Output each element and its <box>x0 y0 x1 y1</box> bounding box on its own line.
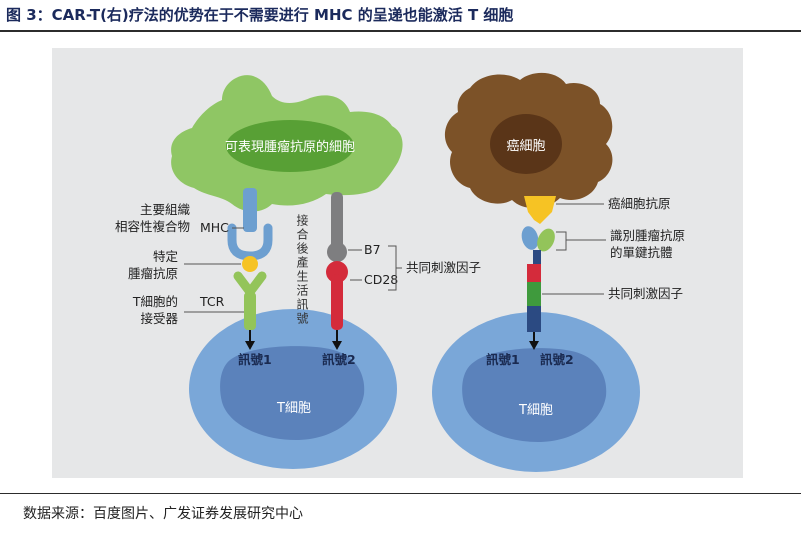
antigen-desc-line1: 特定 <box>153 249 178 264</box>
b7-stalk <box>331 192 343 252</box>
title-rule <box>0 30 801 32</box>
cancer-cell-label: 癌細胞 <box>506 138 545 154</box>
b7-knob <box>327 242 347 262</box>
antibody-bracket <box>556 231 606 251</box>
figure-title: 图 3：CAR-T(右)疗法的优势在于不需要进行 MHC 的呈递也能激活 T 细… <box>6 6 514 24</box>
antibody-label-line1: 識別腫瘤抗原 <box>610 228 685 243</box>
t-cell-right-nucleus <box>462 348 607 442</box>
car-segment-blue <box>527 306 541 332</box>
t-cell-left-nucleus <box>220 346 365 440</box>
costim-vertical-label: 接合後產生活訊號 <box>295 213 309 326</box>
signal2-label-right: 訊號2 <box>540 352 574 367</box>
antigen-desc-line2: 腫瘤抗原 <box>128 266 178 281</box>
cd28-stalk <box>331 274 343 330</box>
car-antibody-blue <box>521 226 539 250</box>
tcr-label: TCR <box>199 294 225 309</box>
signal-arrowhead-right <box>529 341 539 350</box>
costim-vertical-text: 接合後產生活訊號 <box>295 213 309 326</box>
b7-label: B7 <box>364 242 381 257</box>
tcr-stalk <box>244 292 256 330</box>
signal2-label-left: 訊號2 <box>322 352 356 367</box>
tumor-cell-nucleus <box>226 120 354 172</box>
costim-bracket <box>388 245 402 291</box>
mhc-desc-line1: 主要組織 <box>140 202 191 217</box>
signal2-arrowhead-left <box>332 341 342 350</box>
mhc-label: MHC <box>200 220 229 235</box>
mhc-desc-line2: 相容性複合物 <box>115 219 190 234</box>
signal1-label-left: 訊號1 <box>238 352 272 367</box>
costim-factor-label-right: 共同刺激因子 <box>608 286 683 301</box>
car-segment-green <box>527 282 541 306</box>
signal1-label-right: 訊號1 <box>486 352 520 367</box>
tumor-antigen-dot <box>242 256 258 272</box>
cancer-antigen-label: 癌細胞抗原 <box>608 196 671 211</box>
tcr-desc-line2: 接受器 <box>140 311 178 326</box>
cancer-antigen-shape <box>524 196 556 224</box>
figure-source: 数据来源：百度图片、广发证券发展研究中心 <box>23 506 303 522</box>
antibody-label-line2: 的單鍵抗體 <box>610 245 673 260</box>
car-antibody-green <box>537 228 555 252</box>
t-cell-left-label: T細胞 <box>276 401 311 416</box>
cd28-label: CD28 <box>364 272 398 287</box>
car-segment-red <box>527 264 541 282</box>
t-cell-right-label: T細胞 <box>518 403 553 418</box>
mhc-stalk <box>243 188 257 232</box>
costim-factor-label-left: 共同刺激因子 <box>406 260 481 275</box>
tumor-cell-label: 可表現腫瘤抗原的細胞 <box>225 139 355 155</box>
tcr-desc-line1: T細胞的 <box>132 294 178 309</box>
car-hinge <box>533 250 541 264</box>
source-rule <box>0 493 801 494</box>
signal1-arrowhead-left <box>245 341 255 350</box>
cancer-cell-nucleus <box>490 114 562 174</box>
